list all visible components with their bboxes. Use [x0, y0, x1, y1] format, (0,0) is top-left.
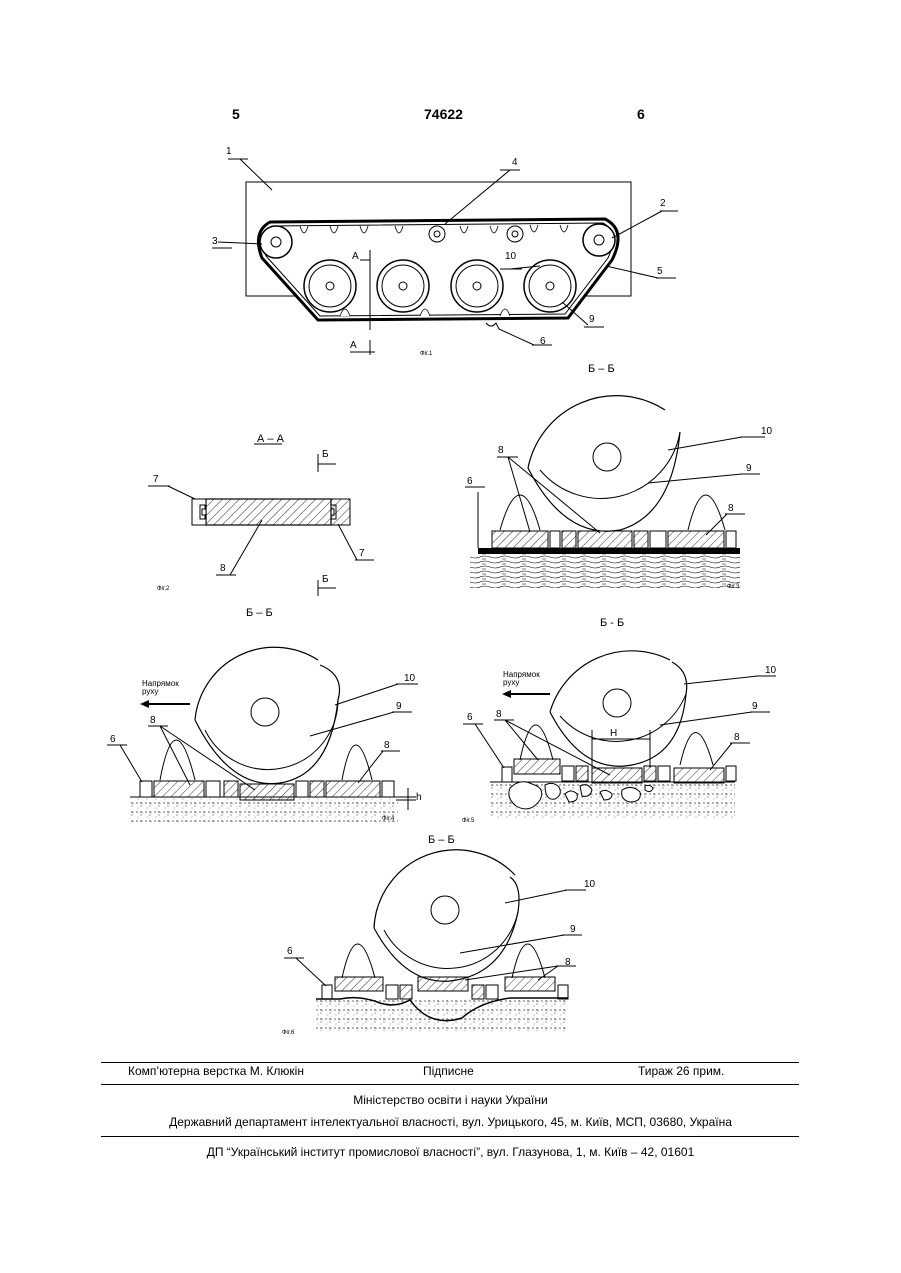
- fig1-label-5: 5: [657, 266, 663, 277]
- fig4-label-10: 10: [404, 673, 416, 684]
- fig5-label-6: 6: [467, 712, 473, 723]
- fig4-caption: Фіг.4: [382, 816, 395, 822]
- fig2-label-8: 8: [220, 563, 226, 574]
- fig1-cut-label-bottom: А: [350, 340, 357, 351]
- fig6-label-6: 6: [287, 946, 293, 957]
- fig5-label-10: 10: [765, 665, 777, 676]
- fig4-label-6: 6: [110, 734, 116, 745]
- footer-typesetter: Комп’ютерна верстка М. Клюкін: [128, 1064, 304, 1078]
- figure-3: 6 8 9 10 8 Фіг.3 Б - Б: [465, 396, 773, 629]
- footer-subscription: Підписне: [423, 1064, 474, 1078]
- fig1-label-2: 2: [660, 198, 666, 209]
- figure-6: 6 8 9 10 Фіг.6: [282, 850, 596, 1036]
- fig2-caption: Фіг.2: [157, 586, 170, 592]
- figure-4: Напрямок руху: [107, 647, 455, 846]
- fig1-section-label: Б – Б: [588, 363, 615, 375]
- fig3-caption: Фіг.3: [727, 584, 740, 590]
- fig2-cut-bottom: Б: [322, 574, 329, 585]
- fig3-label-10: 10: [761, 426, 773, 437]
- fig2-cut-top: Б: [322, 449, 329, 460]
- fig4-below-label: Б – Б: [428, 834, 455, 846]
- fig4-dim-h: h: [416, 792, 422, 803]
- footer-department: Державний департамент інтелектуальної вл…: [0, 1115, 901, 1129]
- fig5-label-8b: 8: [734, 732, 740, 743]
- fig1-label-3: 3: [212, 236, 218, 247]
- fig3-below-label: Б - Б: [600, 617, 624, 629]
- fig5-caption: Фіг.5: [462, 818, 475, 824]
- footer-rule-top: [101, 1062, 799, 1063]
- fig3-label-9: 9: [746, 463, 752, 474]
- fig1-label-6: 6: [540, 336, 546, 347]
- fig2-label-7b: 7: [359, 548, 365, 559]
- footer-ministry: Міністерство освіти і науки України: [0, 1093, 901, 1107]
- fig3-label-8a: 8: [498, 445, 504, 456]
- footer-rule-bottom: [101, 1136, 799, 1137]
- fig1-label-9: 9: [589, 314, 595, 325]
- fig5-direction-line2: руху: [503, 678, 519, 687]
- figure-2: А – А 7 7 8 Б Б Фіг.2 Б – Б: [148, 433, 374, 619]
- fig2-title: А – А: [257, 433, 285, 445]
- footer-institute: ДП “Український інститут промислової вла…: [0, 1145, 901, 1159]
- figure-5: Напрямок руху: [462, 651, 777, 824]
- fig3-label-8b: 8: [728, 503, 734, 514]
- fig4-label-8b: 8: [384, 740, 390, 751]
- fig4-label-9: 9: [396, 701, 402, 712]
- fig1-caption: Фіг.1: [420, 351, 433, 357]
- fig5-label-9: 9: [752, 701, 758, 712]
- fig1-cut-label-top: А: [352, 251, 359, 262]
- fig5-label-8a: 8: [496, 709, 502, 720]
- fig1-label-1: 1: [226, 146, 232, 157]
- fig1-label-4: 4: [512, 157, 518, 168]
- fig6-caption: Фіг.6: [282, 1030, 295, 1036]
- fig6-label-10: 10: [584, 879, 596, 890]
- fig5-dim-H: H: [610, 728, 617, 739]
- figure-1: 1 2 3 4 5 6 9 10 А А Фіг.1 Б – Б: [212, 146, 678, 375]
- fig3-label-6: 6: [467, 476, 473, 487]
- fig4-label-8a: 8: [150, 715, 156, 726]
- fig2-label-7a: 7: [153, 474, 159, 485]
- footer-circulation: Тираж 26 прим.: [638, 1064, 724, 1078]
- fig6-label-8: 8: [565, 957, 571, 968]
- fig4-direction-line2: руху: [142, 687, 158, 696]
- fig6-label-9: 9: [570, 924, 576, 935]
- fig1-label-10: 10: [505, 251, 517, 262]
- fig2-below-label: Б – Б: [246, 607, 273, 619]
- footer-rule-mid: [101, 1084, 799, 1085]
